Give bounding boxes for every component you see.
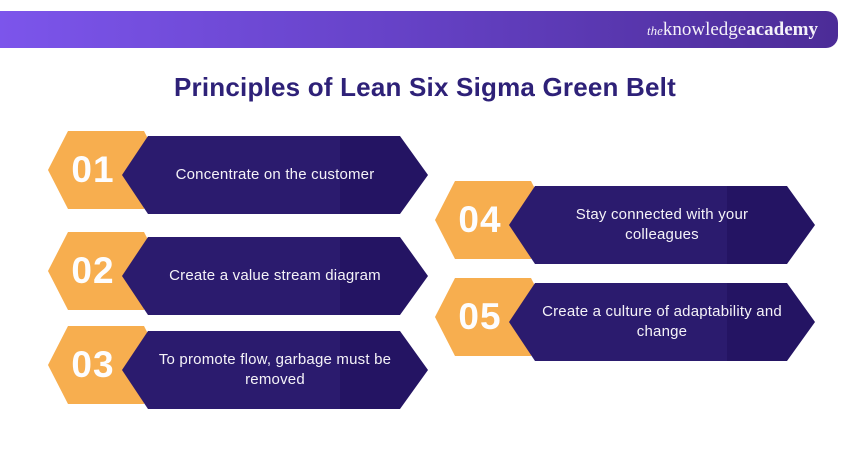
principle-item-4: 04 Stay connected with your colleagues — [435, 181, 817, 265]
knowledge-academy-logo: theknowledgeacademy — [647, 20, 818, 39]
principle-banner: Concentrate on the customer — [122, 136, 428, 214]
principle-item-2: 02 Create a value stream diagram — [48, 232, 430, 316]
principle-item-3: 03 To promote flow, garbage must be remo… — [48, 326, 430, 410]
principle-item-1: 01 Concentrate on the customer — [48, 131, 430, 215]
principle-text: Concentrate on the customer — [175, 166, 375, 183]
principle-text: Create a value stream diagram — [169, 267, 381, 284]
header-bar: theknowledgeacademy — [0, 11, 838, 48]
logo-academy: academy — [746, 19, 818, 40]
principle-banner: To promote flow, garbage must be removed — [122, 331, 428, 409]
principle-banner: Create a culture of adaptability and cha… — [509, 283, 815, 361]
principle-text: Stay connected with your colleagues — [575, 206, 749, 243]
logo-the: the — [646, 23, 663, 38]
page-title: Principles of Lean Six Sigma Green Belt — [174, 72, 676, 102]
principle-banner: Create a value stream diagram — [122, 237, 428, 315]
principle-text: To promote flow, garbage must be removed — [158, 351, 392, 388]
principle-text: Create a culture of adaptability and cha… — [542, 303, 782, 340]
principle-banner: Stay connected with your colleagues — [509, 186, 815, 264]
principle-item-5: 05 Create a culture of adaptability and … — [435, 278, 817, 362]
logo-knowledge: knowledge — [662, 19, 747, 40]
